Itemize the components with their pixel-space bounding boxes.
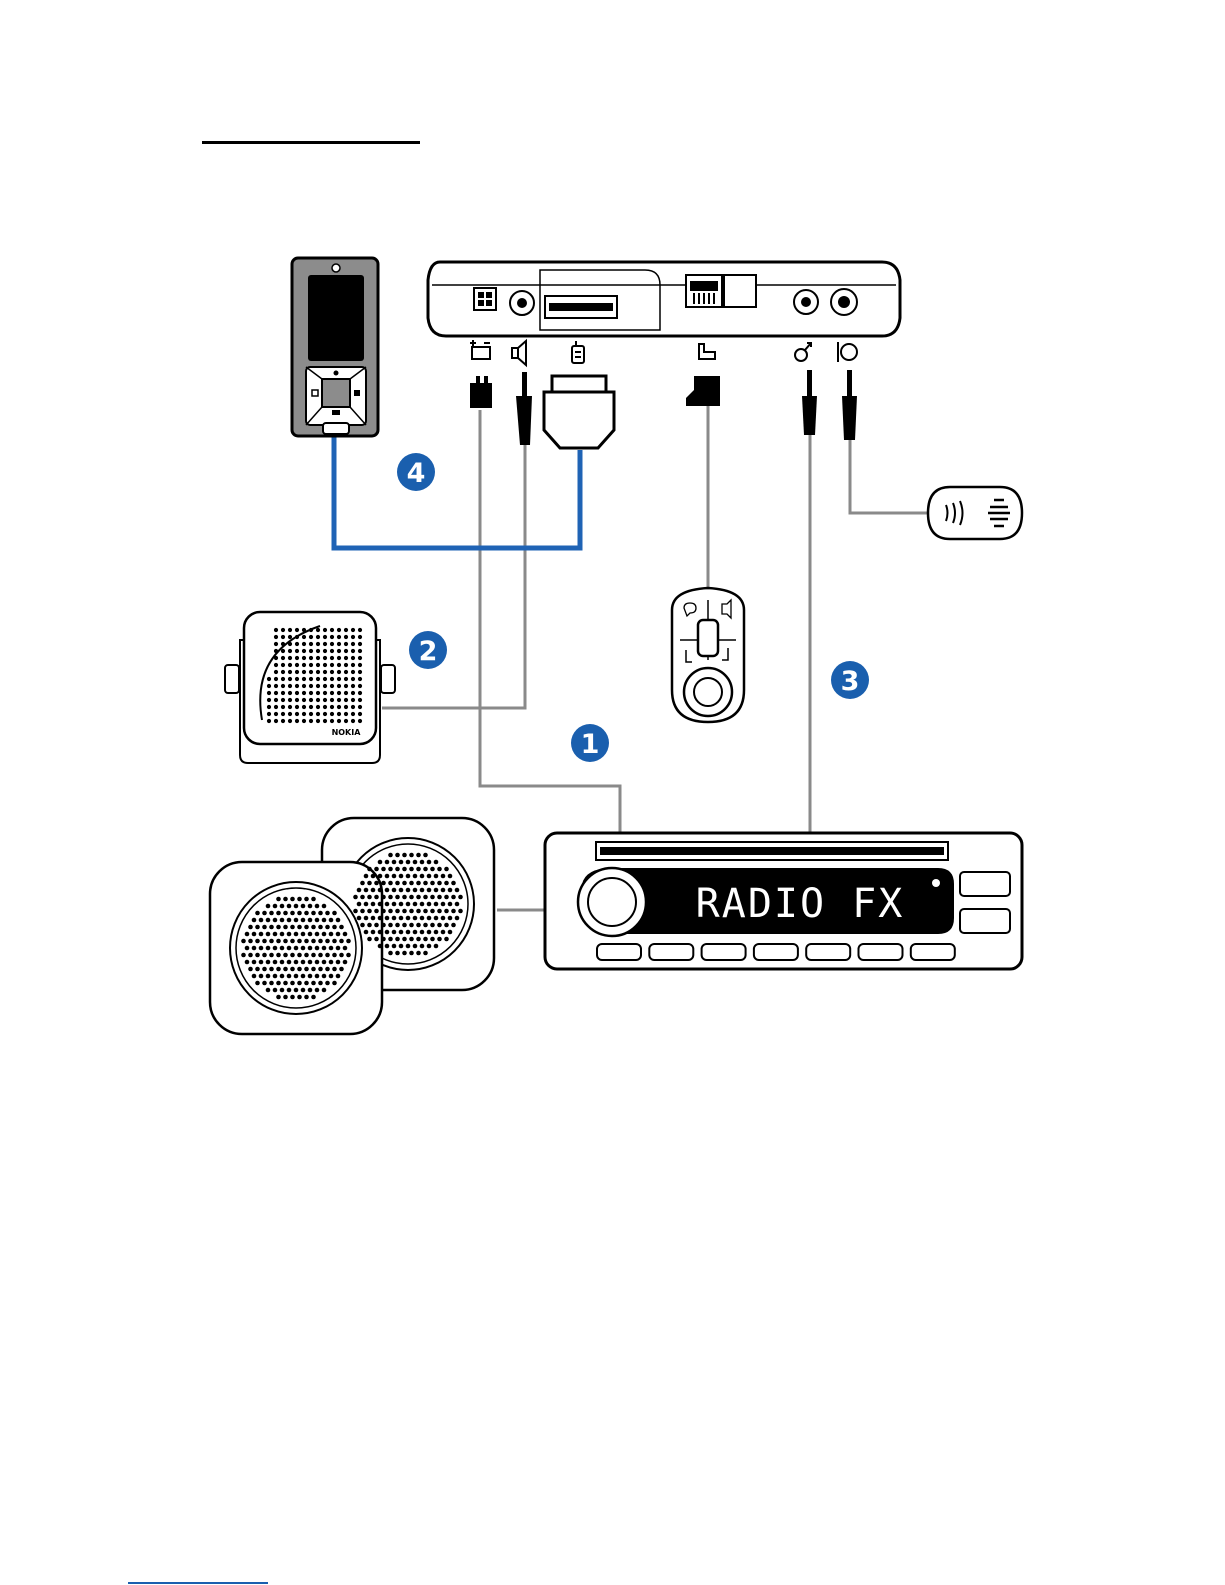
radio-side-button-2 <box>960 909 1010 933</box>
phone-cable <box>334 436 580 548</box>
radio-mute-icon <box>795 343 811 361</box>
radio-preset-buttons <box>597 944 955 960</box>
microphone <box>928 487 1022 539</box>
rj-plug <box>686 376 720 406</box>
microphone-icon <box>838 342 857 362</box>
speaker-icon <box>512 341 526 365</box>
step-badge-1: 1 <box>571 724 609 762</box>
radio-preset-button <box>859 944 903 960</box>
radio-preset-button <box>649 944 693 960</box>
step-badge-3: 3 <box>831 661 869 699</box>
speaker-plug <box>516 372 532 445</box>
rj-socket-2 <box>724 275 756 307</box>
step-number-3: 3 <box>841 666 860 697</box>
phone-icon <box>572 341 584 363</box>
step-number-1: 1 <box>581 729 600 760</box>
handset-icon <box>699 344 715 359</box>
radio-preset-button <box>911 944 955 960</box>
step-number-2: 2 <box>419 636 438 667</box>
radio-preset-button <box>806 944 850 960</box>
battery-icon <box>470 340 490 359</box>
microphone-plug <box>842 370 857 440</box>
speaker-brand: NOKIA <box>332 728 362 737</box>
step-badge-2: 2 <box>409 631 447 669</box>
radio-mute-plug <box>802 370 817 435</box>
radio-side-button-1 <box>960 872 1010 896</box>
step-number-4: 4 <box>407 458 426 489</box>
car-speakers <box>210 818 494 1034</box>
handsfree-unit <box>428 262 900 336</box>
phone-holder <box>292 258 378 436</box>
power-plug <box>470 376 492 408</box>
radio-preset-button <box>754 944 798 960</box>
step-badge-4: 4 <box>397 453 435 491</box>
power-cable <box>480 410 620 833</box>
radio-display-text: RADIO FX <box>696 881 905 927</box>
power-socket <box>474 288 496 310</box>
radio-preset-button <box>597 944 641 960</box>
phone-connector-plug <box>544 376 614 448</box>
remote-button-unit <box>672 588 744 722</box>
microphone-cable <box>850 440 930 513</box>
radio-preset-button <box>702 944 746 960</box>
